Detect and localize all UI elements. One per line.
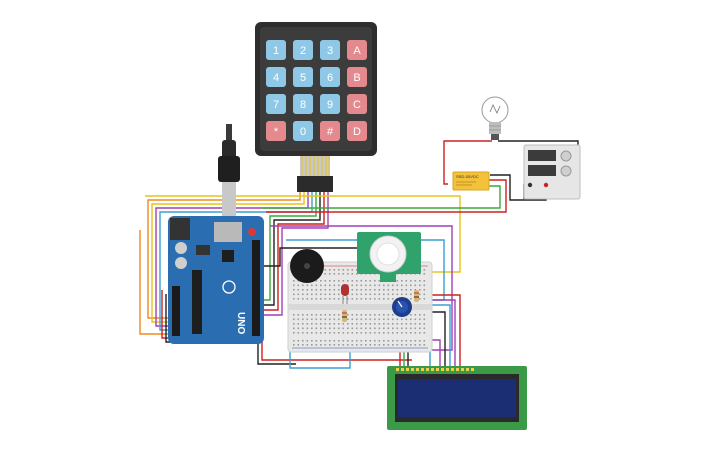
bulb-base [489,122,501,134]
wire-red-relay[interactable] [266,179,507,213]
resistor-led[interactable] [342,310,347,322]
keypad-key-1[interactable] [266,40,286,60]
lcd-display[interactable] [387,366,527,430]
wire-orange-left[interactable] [139,230,170,335]
pir-lens [376,242,400,266]
keypad-key-label: 3 [327,45,333,57]
lcd-pins[interactable] [396,368,474,371]
piezo-buzzer[interactable] [290,249,324,283]
wire-yellow-top[interactable] [145,195,461,273]
arduino-board[interactable]: UNO [168,216,264,344]
keypad-key-6[interactable] [320,67,340,87]
keypad-ribbon [297,156,333,192]
arduino-model-label: UNO [235,312,246,334]
wire-purple-keypad-2[interactable] [262,192,329,316]
power-jack [170,218,190,240]
keypad-key-label: C [353,99,361,111]
wire-purple-right[interactable] [270,225,453,351]
arduino-logo-icon [222,280,236,294]
keypad-key-7[interactable] [266,94,286,114]
capacitor-1 [175,242,187,254]
red-led[interactable] [341,284,349,304]
bulb-glass [481,96,509,124]
keypad[interactable]: 1 2 3 A 4 5 6 B 7 8 9 C * 0 # D [255,22,377,192]
wire-yellow-keypad[interactable] [151,192,305,323]
power-supply[interactable] [523,144,581,200]
keypad-key-label: 6 [327,72,333,84]
capacitor-2 [175,257,187,269]
keypad-key-9[interactable] [320,94,340,114]
lcd-screen [398,379,516,417]
relay-body [452,171,490,191]
current-knob[interactable] [560,165,572,177]
keypad-key-label: 2 [300,45,306,57]
wire-red-keypad[interactable] [262,192,325,311]
usb-plug [222,182,236,224]
voltage-display [528,150,556,161]
usb-cable[interactable] [218,124,240,224]
wire-black-keypad[interactable] [262,192,321,306]
keypad-key-label: 9 [327,99,333,111]
keypad-key-label: # [327,126,334,138]
terminal-negative[interactable] [527,182,533,188]
usb-port [214,222,242,242]
potentiometer[interactable] [392,297,412,317]
regulator [196,245,210,255]
keypad-key-C[interactable] [347,94,367,114]
keypad-key-D[interactable] [347,121,367,141]
keypad-key-label: 0 [300,126,306,138]
keypad-key-label: 7 [273,99,279,111]
keypad-key-3[interactable] [320,40,340,60]
relay-module[interactable]: SRD-05VDC [452,171,490,191]
keypad-connector[interactable] [297,176,333,192]
keypad-key-0[interactable] [293,121,313,141]
keypad-key-8[interactable] [293,94,313,114]
current-display [528,165,556,176]
wire-green-relay[interactable] [262,185,501,209]
usb-chip [222,250,234,262]
breadboard-trench [288,304,432,310]
keypad-key-5[interactable] [293,67,313,87]
bulb-filament [489,104,501,114]
keypad-key-A[interactable] [347,40,367,60]
breadboard[interactable] [287,261,433,353]
atmega-chip [192,270,202,334]
terminal-positive[interactable] [543,182,549,188]
light-bulb[interactable] [481,96,509,140]
resistor-lcd[interactable] [414,290,419,302]
keypad-key-label: 4 [273,72,279,84]
analog-header[interactable] [172,286,180,336]
keypad-key-label: D [353,126,361,138]
keypad-key-label: B [353,72,360,84]
breadboard-holes [293,269,426,346]
keypad-key-label: A [353,45,361,57]
keypad-key-star[interactable] [266,121,286,141]
relay-label: SRD-05VDC [456,174,479,179]
keypad-face [260,27,372,151]
keypad-key-label: 5 [300,72,306,84]
keypad-key-B[interactable] [347,67,367,87]
keypad-key-label: 1 [273,45,279,57]
keypad-key-label: 8 [300,99,306,111]
keypad-key-4[interactable] [266,67,286,87]
keypad-key-hash[interactable] [320,121,340,141]
pir-sensor[interactable] [357,232,421,282]
keypad-key-2[interactable] [293,40,313,60]
wire-blue-keypad[interactable] [159,192,313,331]
wire-red-lcd[interactable] [425,294,461,372]
voltage-knob[interactable] [560,150,572,162]
keypad-key-label: * [274,126,279,138]
wire-red-lamp[interactable] [443,140,492,185]
reset-button[interactable] [248,228,256,236]
digital-header[interactable] [252,240,260,336]
